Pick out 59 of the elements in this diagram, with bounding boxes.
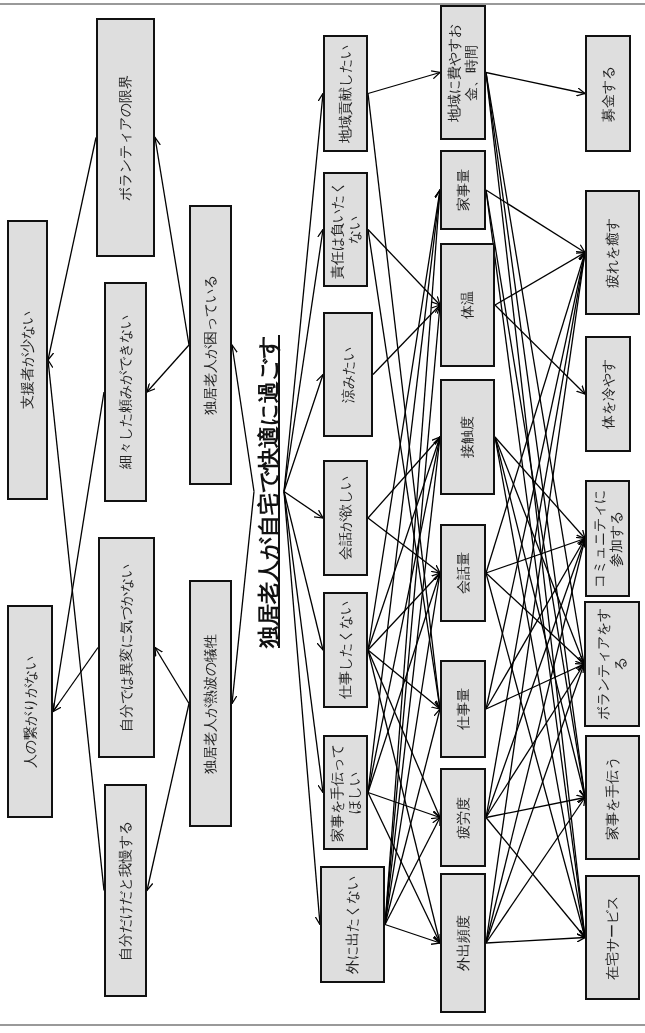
arrow [485,796,586,944]
process-box: 仕事量 [440,660,486,758]
process-box: 地域貢献したい [323,35,368,152]
process-box: 自分では異変に気づかない [98,537,155,758]
process-box: 外に出たくない [320,866,385,983]
process-box: 涼みたい [323,312,373,437]
process-box: 体温 [440,243,495,367]
arrow [367,517,441,574]
process-box: 接触度 [440,379,495,495]
arrow [485,663,585,819]
arrow [485,189,586,254]
process-box: 独居老人が熱波の犠牲 [189,580,232,827]
arrow [494,304,586,395]
arrow [154,646,190,705]
process-box: 家事を手伝ってほしい [323,735,368,850]
process-box: 外出頻度 [440,873,486,1013]
process-box: 疲れを癒す [585,190,640,315]
process-box: 独居老人が困っている [189,205,232,485]
arrow [283,490,324,519]
arrow [485,71,586,97]
process-box: 自分だけだと我慢する [104,784,147,997]
process-box: 会話が欲しい [323,460,368,576]
process-box: コミュニティに参加する [585,480,630,597]
arrow [367,791,441,820]
arrow [367,649,441,710]
arrow [485,933,586,944]
process-box: 支援者が少ない [7,220,48,500]
arrow [367,228,441,306]
process-box: 人の繋がりがない [7,605,53,818]
arrow [494,436,586,540]
process-box: 募金する [585,35,631,152]
process-box: ボランティアの限界 [96,18,155,257]
process-box: 疲労度 [440,768,486,867]
process-box: 仕事したくない [323,592,368,708]
arrow [485,572,585,665]
arrow [372,304,441,376]
arrow [367,436,441,519]
arrow [485,816,586,939]
process-box: 細々した頼みができない [104,282,147,502]
process-box: ボランティアをする [584,601,640,727]
process-box: 地域に費やすお金、時間 [440,5,486,140]
title-text: 独居老人が自宅で快適に過ごす [254,313,284,670]
arrow [485,663,585,710]
process-box: 体を冷やす [585,336,631,452]
arrow [384,923,441,945]
arrow [283,373,325,493]
process-box: 家事を手伝う [585,735,640,860]
arrow [485,536,586,574]
process-box: 責任は負いたくない [323,172,368,287]
arrow [485,794,586,819]
process-box: 家事量 [440,150,486,230]
arrow [485,537,586,710]
arrow [367,572,441,651]
arrow [494,251,586,306]
process-box: 会話量 [440,524,486,622]
arrow [52,646,99,713]
process-box: 在宅サービス [585,875,640,1000]
arrow [367,70,441,95]
arrow [146,344,190,393]
